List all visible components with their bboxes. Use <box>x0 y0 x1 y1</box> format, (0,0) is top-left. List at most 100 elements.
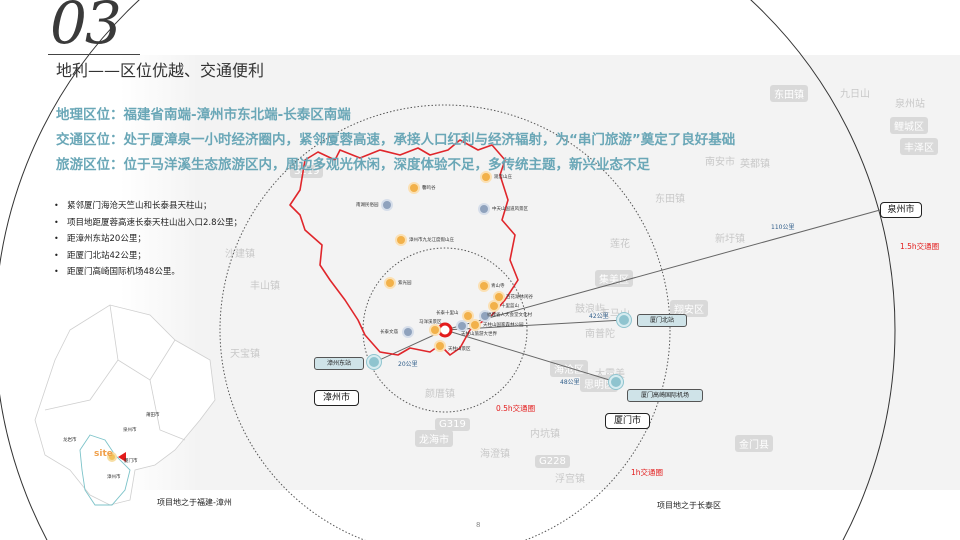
city-label-quanzhou[interactable]: 泉州市 <box>880 202 922 218</box>
poi-label: 馨鸣谷 <box>422 186 436 191</box>
page-number: 8 <box>476 521 481 529</box>
ring-label-0.5h: 0.5h交通圈 <box>496 404 536 413</box>
district-chip: 集美区 <box>595 270 633 287</box>
place-label: 新圩镇 <box>715 234 745 245</box>
distance-bullet-list: 紧邻厦门海沧天竺山和长泰县天柱山； 项目地距厦蓉高速长泰天柱山出入口2.8公里；… <box>54 199 242 282</box>
inset-place-label: 厦门市 <box>124 459 138 464</box>
section-title: 地利——区位优越、交通便利 <box>56 61 265 80</box>
poi-label: 漳州市九龙江度假山庄 <box>409 238 454 243</box>
district-chip: 海沧区 <box>550 360 588 377</box>
place-label: 内坑镇 <box>530 429 560 440</box>
section-number: 03 <box>50 0 122 57</box>
inset-place-label: 泉州市 <box>123 428 137 433</box>
poi-marker[interactable] <box>458 322 466 330</box>
zhangzhou-outline <box>79 434 131 506</box>
district-chip: 鲤城区 <box>890 117 928 134</box>
ring-0.5h <box>362 247 528 413</box>
ring-1.5h <box>0 0 896 540</box>
poi-marker[interactable] <box>397 236 405 244</box>
poi-marker[interactable] <box>383 201 391 209</box>
place-label: 浮宫镇 <box>555 474 585 485</box>
road-chip: S219 <box>290 165 324 178</box>
place-label: 九日山 <box>840 89 870 100</box>
poi-label: 紫光园 <box>398 281 412 286</box>
traffic-location-line: 交通区位：处于厦漳泉一小时经济圈内，紧邻厦蓉高速，承接人口红利与经济辐射，为“串… <box>56 132 736 148</box>
poi-label: 南湖民俗园 <box>356 203 379 208</box>
bullet-item: 项目地距厦蓉高速长泰天柱山出入口2.8公里； <box>54 216 242 233</box>
place-label: 天马山 <box>600 309 630 320</box>
xiamen-airport-label[interactable]: 厦门高崎国际机场 <box>627 389 703 402</box>
bullet-item: 距厦门北站42公里； <box>54 249 242 266</box>
xiamen-north-station-label[interactable]: 厦门北站 <box>637 314 687 327</box>
place-label: 东田镇 <box>655 194 685 205</box>
poi-marker[interactable] <box>490 302 498 310</box>
place-label: 丰山镇 <box>250 281 280 292</box>
place-label: 英都镇 <box>740 159 770 170</box>
place-label: 天宝镇 <box>230 349 260 360</box>
place-label: 泉州站 <box>895 99 925 110</box>
poi-marker[interactable] <box>436 342 444 350</box>
poi-label: 福建省人大会堂文化村 <box>487 313 532 318</box>
poi-marker[interactable] <box>482 173 490 181</box>
road-chip: G228 <box>535 455 570 468</box>
poi-marker[interactable] <box>480 205 488 213</box>
place-label: 颜厝镇 <box>425 389 455 400</box>
inset-caption: 项目地之于福建-漳州 <box>157 498 232 507</box>
ring-label-1h: 1h交通圈 <box>631 468 664 477</box>
title-divider <box>48 54 140 55</box>
inset-place-label: 龙岩市 <box>63 438 77 443</box>
site-dot <box>107 452 117 462</box>
district-chip: 龙海市 <box>415 430 453 447</box>
poi-label: 观音山庄 <box>494 175 512 180</box>
city-label-zhangzhou[interactable]: 漳州市 <box>314 390 359 406</box>
changtai-boundary <box>289 139 519 356</box>
poi-label: 天柱山景区 <box>448 347 471 352</box>
place-label: 海澄镇 <box>480 449 510 460</box>
poi-label: 天柱山国家森林公园 <box>483 323 524 328</box>
place-label: 莲花 <box>610 239 630 250</box>
distance-label: 42公里 <box>589 313 609 320</box>
poi-marker[interactable] <box>410 184 418 192</box>
bullet-item: 距漳州东站20公里； <box>54 232 242 249</box>
distance-label: 20公里 <box>398 361 418 368</box>
station-marker[interactable] <box>617 313 631 327</box>
inset-place-label: 漳州市 <box>107 475 121 480</box>
poi-label: 长泰十里山 <box>436 311 459 316</box>
fujian-inset <box>34 304 216 506</box>
bullet-item: 紧邻厦门海沧天竺山和长泰县天柱山； <box>54 199 242 216</box>
district-chip: 金门县 <box>735 435 773 452</box>
geo-location-line: 地理区位：福建省南端-漳州市东北端-长泰区南端 <box>56 107 351 123</box>
place-label: 南安市 <box>705 157 735 168</box>
poi-marker[interactable] <box>431 326 439 334</box>
place-label: 大霞美 <box>595 365 625 380</box>
site-label: site <box>94 449 113 459</box>
district-chip: 东田镇 <box>770 85 808 102</box>
bullet-item: 距厦门高崎国际机场48公里。 <box>54 265 242 282</box>
district-chip: 丰泽区 <box>900 138 938 155</box>
poi-marker[interactable] <box>481 312 489 320</box>
poi-marker[interactable] <box>495 293 503 301</box>
ring-1h <box>219 104 671 540</box>
poi-marker[interactable] <box>471 321 479 329</box>
poi-label: 长泰文庙 <box>380 330 398 335</box>
ring-label-1.5h: 1.5h交通圈 <box>900 242 940 251</box>
site-arrow-icon <box>118 452 126 462</box>
regional-map-background: 沙建镇 丰山镇 天宝镇 鼓浪屿 南普陀 南安市 英都镇 东田镇 新圩镇 莲花 天… <box>195 55 960 490</box>
poi-marker[interactable] <box>464 312 472 320</box>
station-marker[interactable] <box>367 355 381 369</box>
airport-marker[interactable] <box>609 375 623 389</box>
poi-label: 天柱山旅游大世界 <box>461 332 497 337</box>
road-chip: G319 <box>435 418 470 431</box>
poi-label: 马洋溪景区 <box>419 320 442 325</box>
poi-marker[interactable] <box>386 279 394 287</box>
zhangzhou-east-station-label[interactable]: 漳州东站 <box>314 357 364 370</box>
poi-marker[interactable] <box>480 282 488 290</box>
district-chip: 翔安区 <box>670 300 708 317</box>
poi-marker[interactable] <box>404 328 412 336</box>
poi-label: 十里蓝山 <box>501 304 519 309</box>
poi-label: 百花湖休闲谷 <box>506 295 533 300</box>
city-label-xiamen[interactable]: 厦门市 <box>605 413 650 429</box>
distance-label: 48公里 <box>560 379 580 386</box>
tourism-location-line: 旅游区位：位于马洋溪生态旅游区内，周边多观光休闲，深度体验不足，多传统主题，新兴… <box>56 157 650 173</box>
